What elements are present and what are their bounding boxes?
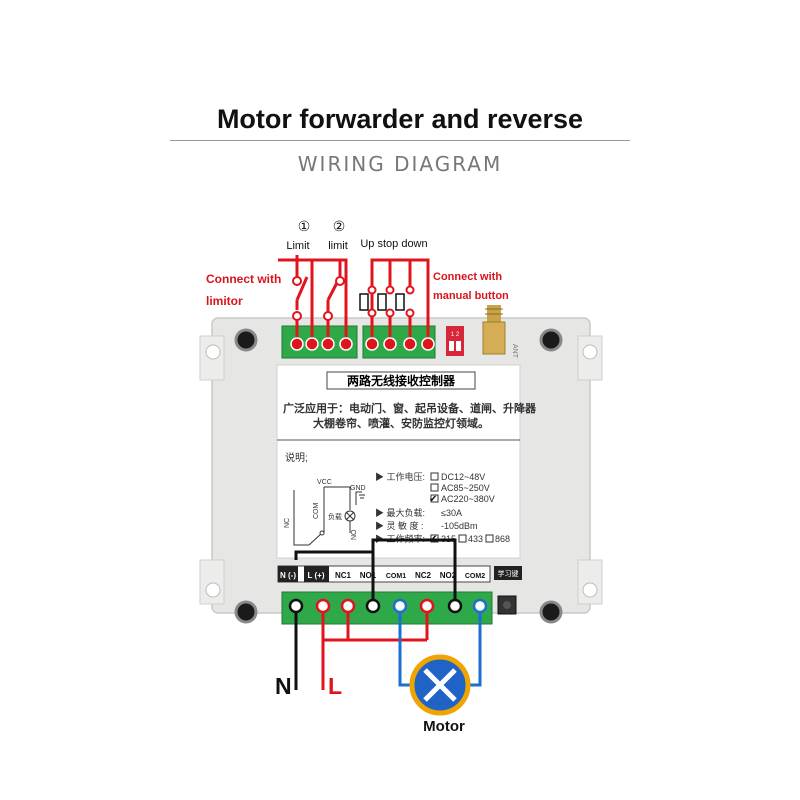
bottom-screws [288, 598, 488, 614]
terminal-label-l: L (+) [308, 571, 325, 580]
load-label: 负载 [328, 512, 342, 521]
motor-label: Motor [423, 718, 465, 735]
page-title: Motor forwarder and reverse [216, 104, 584, 134]
check-icon: ✔ [429, 494, 437, 505]
terminal-label-n: N (-) [280, 571, 296, 580]
freq-option-868: 868 [495, 534, 510, 544]
spec-voltage-option-2: AC85~250V [441, 483, 490, 493]
spec-load-label: ▶ 最大负载: [375, 507, 425, 518]
limit2-number: ② [333, 218, 346, 234]
label-panel: 两路无线接收控制器 广泛应用于：电动门、窗、起吊设备、道闸、升降器 大棚卷帘、喷… [276, 364, 537, 559]
terminal-label-no2: NO2 [440, 571, 457, 580]
connect-limitor-line2: limitor [206, 294, 243, 308]
learn-key-button[interactable] [497, 595, 517, 615]
terminal-label-no1: NO1 [360, 571, 377, 580]
spec-load-value: ≤30A [441, 508, 462, 518]
panel-usage-line1: 广泛应用于：电动门、窗、起吊设备、道闸、升降器 [283, 401, 537, 415]
panel-heading: 两路无线接收控制器 [347, 373, 456, 388]
spec-voltage-option-3: AC220~380V [441, 494, 495, 504]
spec-sensitivity-value: -105dBm [441, 521, 478, 531]
page-subtitle: WIRING DIAGRAM [297, 152, 503, 176]
panel-notes: 说明; [285, 451, 308, 464]
nc-label: NC [284, 518, 291, 528]
spec-sensitivity-label: ▶ 灵 敏 度 : [375, 520, 424, 531]
limit2-label: limit [328, 240, 348, 252]
motor-symbol [409, 654, 471, 716]
connect-manual-line1: Connect with [433, 271, 502, 283]
panel-usage-line2: 大棚卷帘、喷灌、安防监控灯领域。 [313, 416, 489, 430]
bottom-wiring [294, 538, 482, 690]
manual-button-contacts [367, 285, 415, 318]
spec-voltage-label: ▶ 工作电压: [375, 471, 425, 482]
terminal-label-nc1: NC1 [335, 571, 352, 580]
antenna-label: ANT [511, 344, 518, 359]
spec-voltage-option-1: DC12~48V [441, 472, 485, 482]
vcc-label: VCC [317, 479, 332, 486]
manual-buttons [359, 293, 405, 311]
dip-switch: 1 2 [446, 326, 464, 356]
freq-option-433: 433 [468, 534, 483, 544]
limit-switch-contacts [292, 276, 345, 321]
com-label: COM [313, 503, 320, 520]
dip-label: 1 2 [451, 332, 460, 338]
live-label: L [328, 673, 342, 699]
relay-schematic [293, 486, 365, 546]
top-screws [290, 337, 435, 351]
neutral-label: N [275, 673, 292, 699]
antenna-connector: ANT [482, 305, 518, 359]
title-divider [170, 140, 630, 141]
terminal-label-com2: COM2 [465, 573, 485, 580]
connect-limitor-line1: Connect with [206, 272, 281, 286]
connect-manual-line2: manual button [433, 290, 509, 302]
gnd-label: GND [350, 485, 366, 492]
terminal-label-strip: N (-) L (+) NC1 NO1 COM1 NC2 NO2 COM2 学习… [277, 565, 522, 583]
limit1-number: ① [298, 218, 311, 234]
terminal-label-com1: COM1 [386, 573, 406, 580]
manual-buttons-label: Up stop down [360, 238, 427, 250]
learn-key-label: 学习键 [498, 569, 519, 578]
terminal-label-nc2: NC2 [415, 571, 432, 580]
limit1-label: Limit [286, 240, 309, 252]
no-label: NO [351, 529, 358, 540]
